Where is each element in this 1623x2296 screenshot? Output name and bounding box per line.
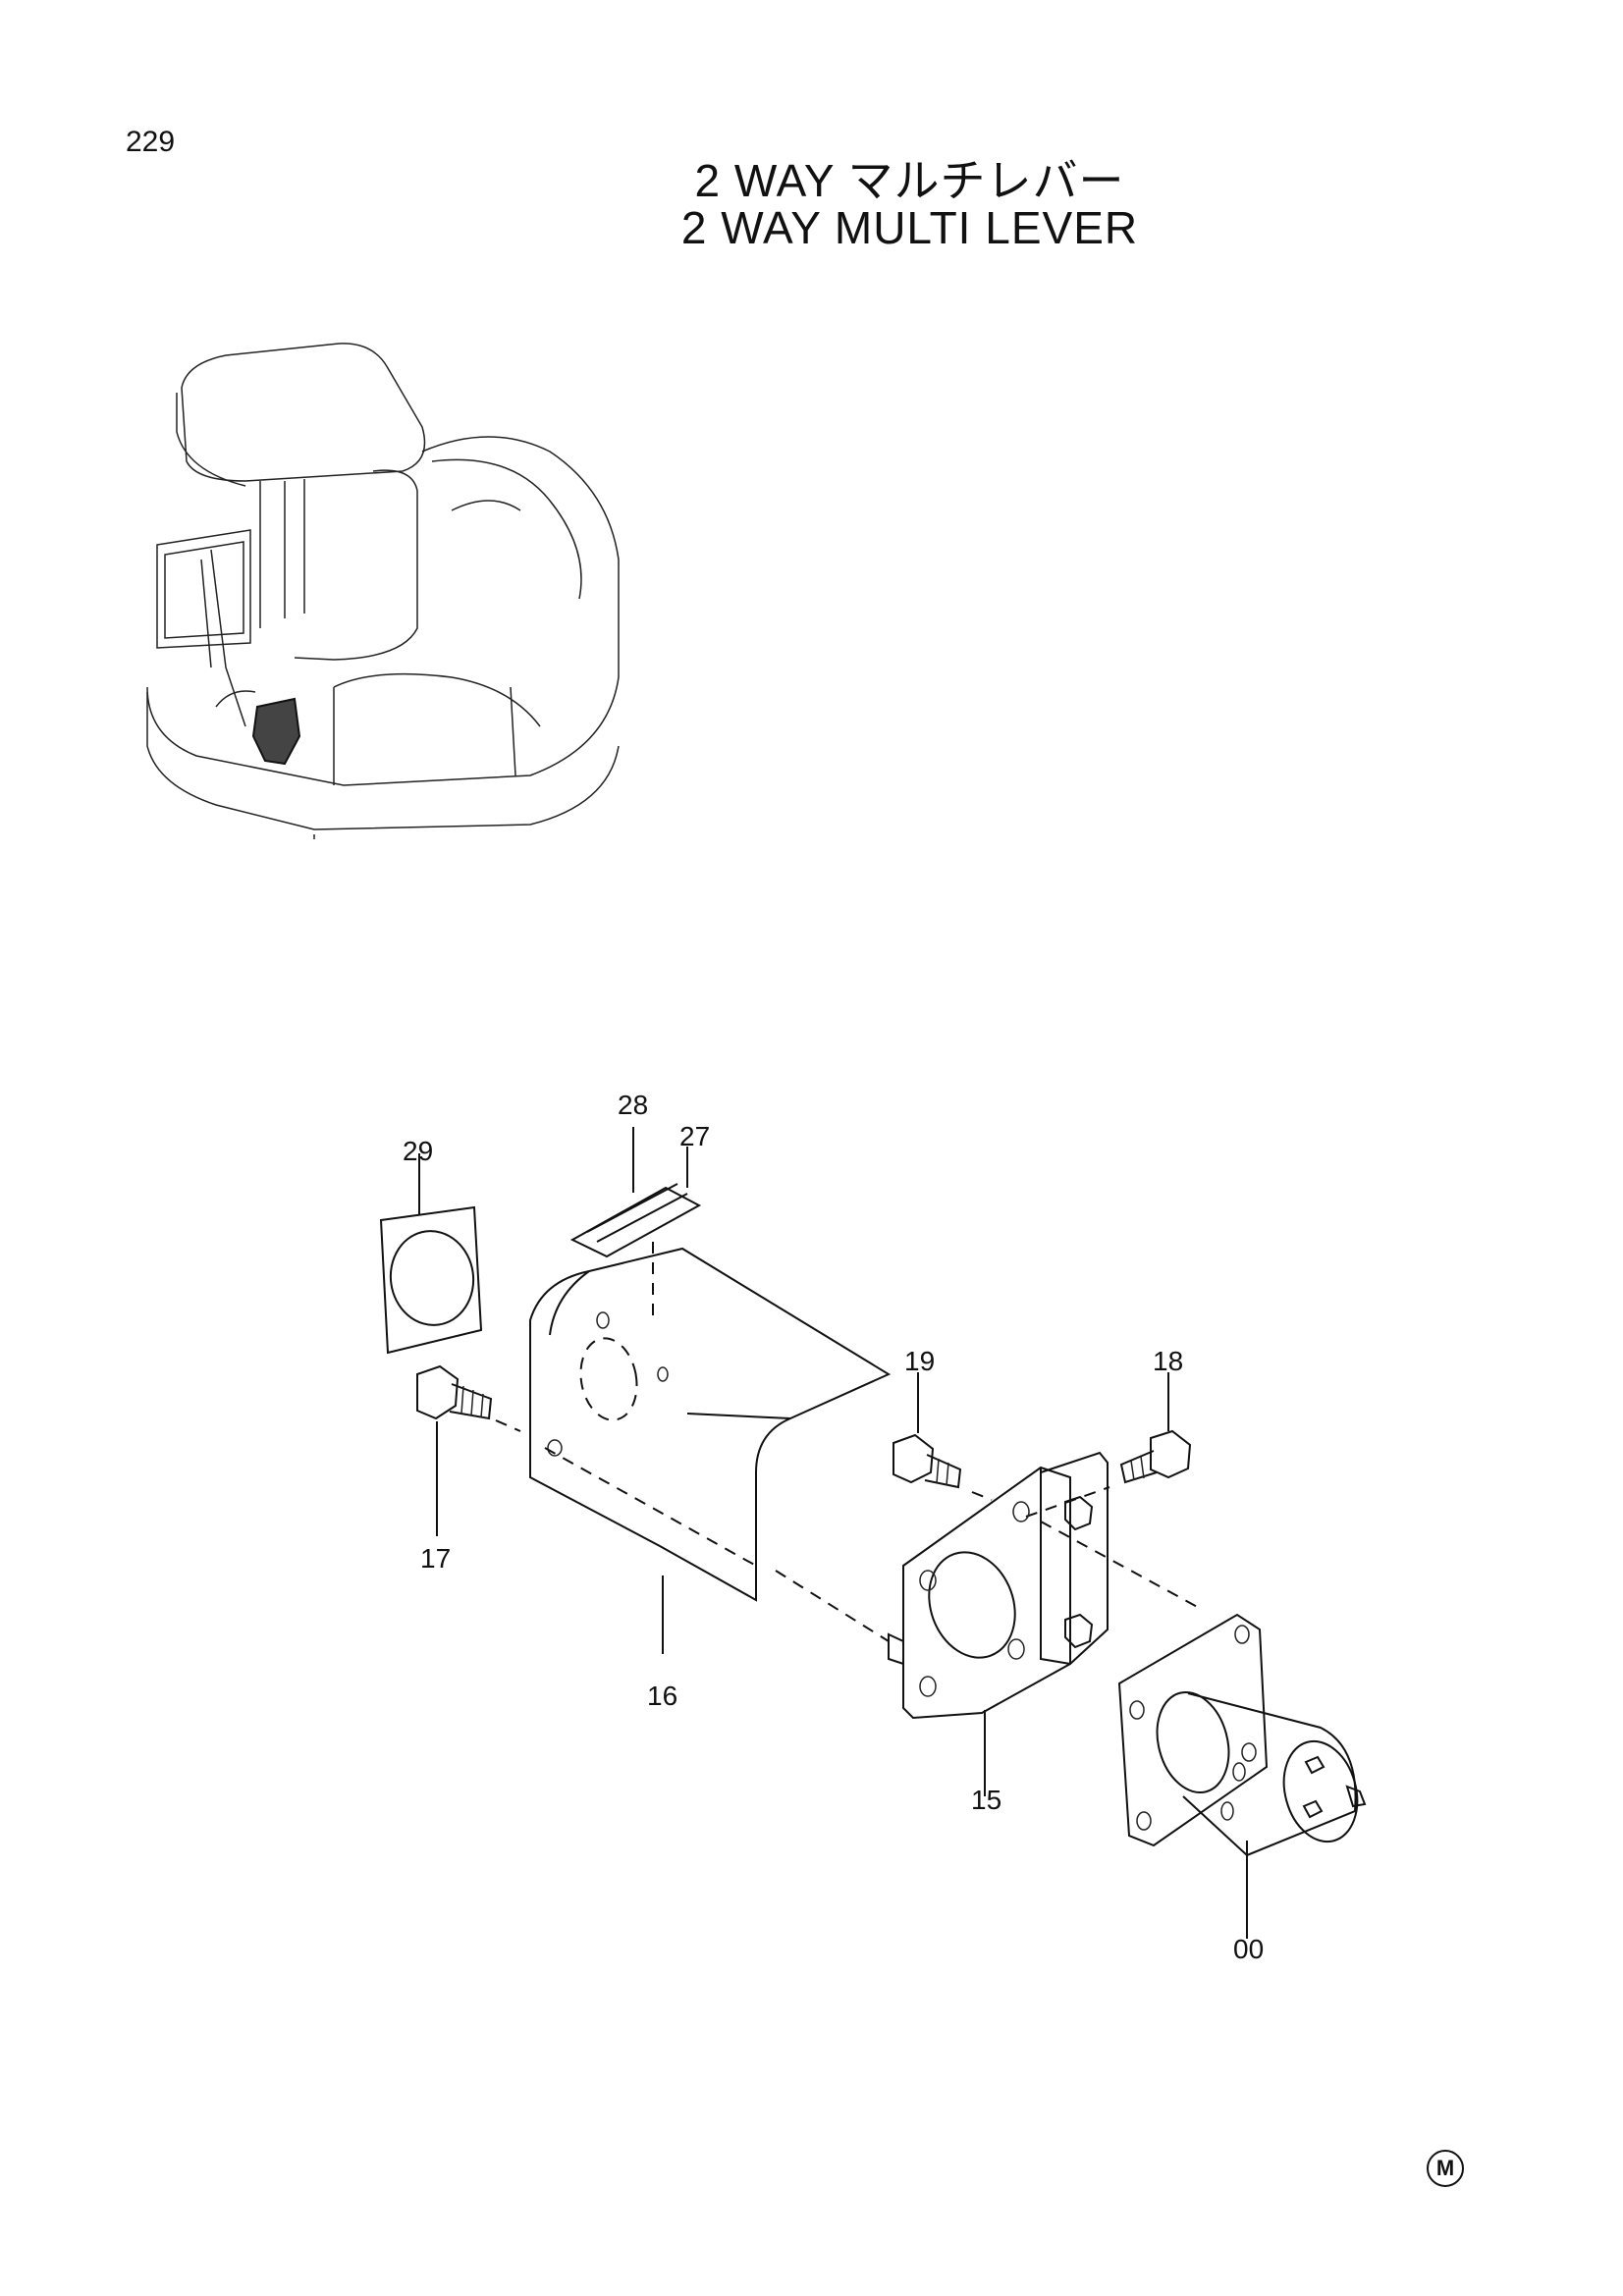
- callout-28: 28: [618, 1090, 649, 1120]
- part-15-bracket: [888, 1451, 1204, 1796]
- title-english: 2 WAY MULTI LEVER: [680, 202, 1139, 253]
- callout-19: 19: [904, 1346, 936, 1376]
- callout-17: 17: [420, 1543, 452, 1574]
- callout-18: 18: [1153, 1346, 1184, 1376]
- part-17-bolt: [416, 1364, 890, 1642]
- callout-00: 00: [1233, 1934, 1265, 1964]
- callout-29: 29: [403, 1136, 434, 1166]
- callout-27: 27: [679, 1121, 711, 1151]
- manufacturer-mark-icon: M: [1427, 2150, 1464, 2187]
- part-00-switch: [1117, 1613, 1367, 1939]
- title-japanese: 2 WAY マルチレバー: [694, 155, 1125, 206]
- page-number: 229: [126, 126, 176, 158]
- overview-console-sketch: [146, 343, 620, 839]
- part-29-gasket: [379, 1153, 483, 1355]
- callout-16: 16: [647, 1681, 678, 1711]
- part-28-27-labels: [569, 1127, 702, 1258]
- part-19-bolt: [893, 1372, 993, 1501]
- callout-15: 15: [971, 1785, 1002, 1815]
- part-16-cover: [529, 1242, 892, 1654]
